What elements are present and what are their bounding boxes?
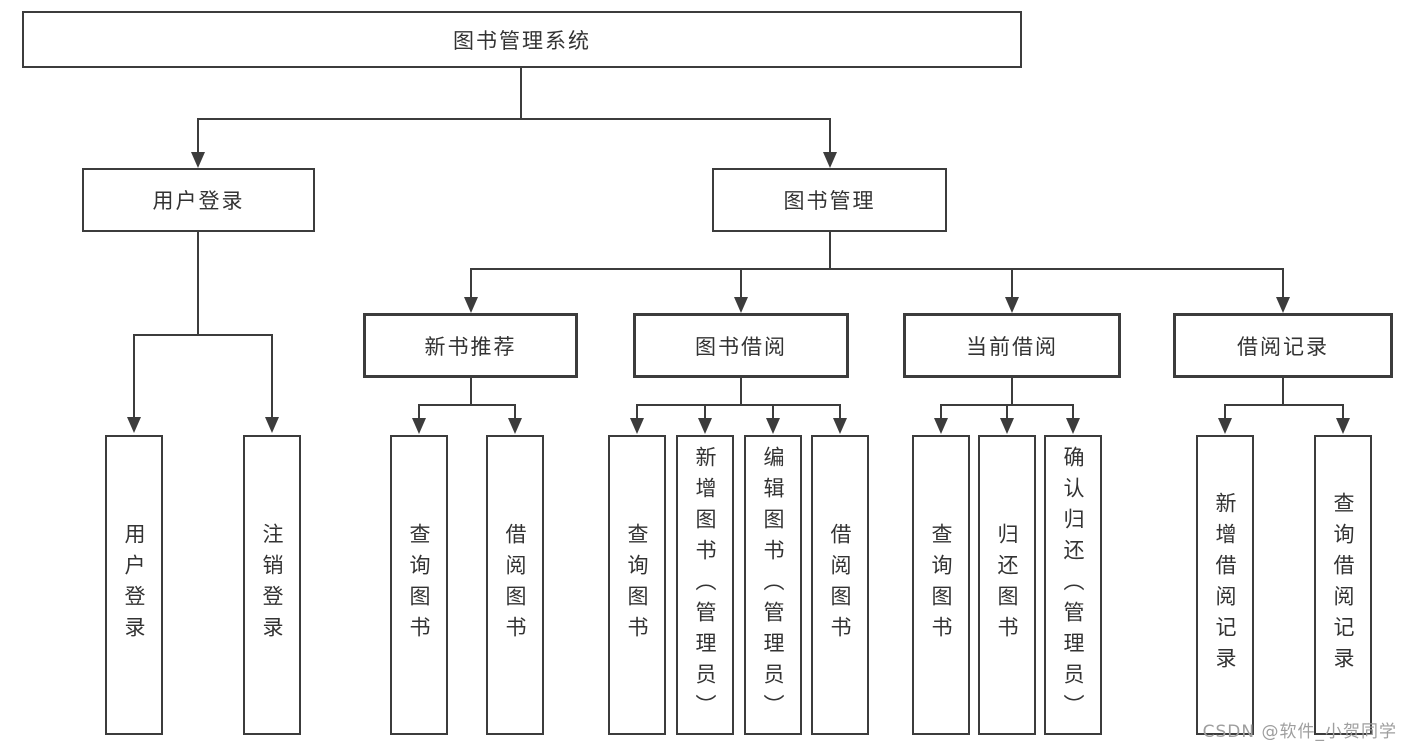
- leaf-label: 借阅图书: [828, 523, 852, 647]
- connector-line: [1342, 404, 1344, 420]
- connector-line: [1282, 268, 1284, 298]
- connector-line: [470, 378, 472, 406]
- connector-line: [839, 404, 841, 420]
- connector-line: [1282, 378, 1284, 406]
- leaf-user-login: 用户登录: [105, 435, 163, 735]
- leaf-label: 注销登录: [260, 523, 284, 647]
- arrow-down-icon: [1336, 418, 1350, 434]
- node-label: 当前借阅: [966, 334, 1058, 359]
- node-book-borrowing: 图书借阅: [633, 313, 849, 378]
- connector-line: [772, 404, 774, 420]
- leaf-borrow-books-recommend: 借阅图书: [486, 435, 544, 735]
- arrow-down-icon: [630, 418, 644, 434]
- node-label: 用户登录: [152, 189, 245, 213]
- connector-line: [133, 334, 273, 336]
- leaf-label: 用户登录: [122, 523, 146, 647]
- leaf-add-borrow-record: 新增借阅记录: [1196, 435, 1254, 735]
- arrow-down-icon: [127, 417, 141, 433]
- arrow-down-icon: [265, 417, 279, 433]
- connector-line: [829, 118, 831, 154]
- watermark: CSDN @软件_小贺同学: [1202, 722, 1397, 742]
- connector-line: [940, 404, 942, 420]
- arrow-down-icon: [1066, 418, 1080, 434]
- leaf-query-books-current: 查询图书: [912, 435, 970, 735]
- arrow-down-icon: [464, 297, 478, 313]
- connector-line: [514, 404, 516, 420]
- arrow-down-icon: [766, 418, 780, 434]
- leaf-label: 新增借阅记录: [1213, 492, 1237, 678]
- node-new-book-recommend: 新书推荐: [363, 313, 578, 378]
- leaf-label: 确认归还（管理员）: [1061, 445, 1085, 725]
- leaf-query-books-recommend: 查询图书: [390, 435, 448, 735]
- connector-line: [1011, 268, 1013, 298]
- connector-line: [829, 232, 831, 270]
- arrow-down-icon: [1005, 297, 1019, 313]
- leaf-edit-book-admin: 编辑图书（管理员）: [744, 435, 802, 735]
- leaf-add-book-admin: 新增图书（管理员）: [676, 435, 734, 735]
- leaf-label: 查询图书: [929, 523, 953, 647]
- node-user-login: 用户登录: [82, 168, 315, 232]
- connector-line: [418, 404, 516, 406]
- connector-line: [418, 404, 420, 420]
- arrow-down-icon: [823, 152, 837, 168]
- connector-line: [1224, 404, 1226, 420]
- arrow-down-icon: [412, 418, 426, 434]
- leaf-logout: 注销登录: [243, 435, 301, 735]
- node-borrowing-records: 借阅记录: [1173, 313, 1393, 378]
- node-label: 借阅记录: [1237, 334, 1329, 359]
- leaf-label: 查询图书: [407, 523, 431, 647]
- connector-line: [636, 404, 841, 406]
- connector-line: [636, 404, 638, 420]
- connector-line: [740, 378, 742, 406]
- arrow-down-icon: [833, 418, 847, 434]
- node-library-management-system: 图书管理系统: [22, 11, 1022, 68]
- connector-line: [1011, 378, 1013, 406]
- node-label: 图书借阅: [695, 334, 787, 359]
- arrow-down-icon: [1276, 297, 1290, 313]
- leaf-query-books-borrowing: 查询图书: [608, 435, 666, 735]
- node-label: 图书管理系统: [453, 28, 591, 53]
- leaf-label: 查询借阅记录: [1331, 492, 1355, 678]
- leaf-label: 查询图书: [625, 523, 649, 647]
- connector-line: [704, 404, 706, 420]
- connector-line: [197, 118, 199, 154]
- connector-line: [133, 334, 135, 418]
- arrow-down-icon: [698, 418, 712, 434]
- leaf-label: 编辑图书（管理员）: [761, 445, 785, 725]
- leaf-label: 借阅图书: [503, 523, 527, 647]
- arrow-down-icon: [1000, 418, 1014, 434]
- arrow-down-icon: [191, 152, 205, 168]
- node-book-management: 图书管理: [712, 168, 947, 232]
- leaf-return-books: 归还图书: [978, 435, 1036, 735]
- connector-line: [470, 268, 472, 298]
- connector-line: [470, 268, 1284, 270]
- arrow-down-icon: [934, 418, 948, 434]
- arrow-down-icon: [508, 418, 522, 434]
- leaf-confirm-return-admin: 确认归还（管理员）: [1044, 435, 1102, 735]
- node-current-borrowing: 当前借阅: [903, 313, 1121, 378]
- connector-line: [271, 334, 273, 418]
- leaf-borrow-books-borrowing: 借阅图书: [811, 435, 869, 735]
- connector-line: [1224, 404, 1344, 406]
- node-label: 新书推荐: [424, 334, 517, 359]
- connector-line: [197, 232, 199, 336]
- connector-line: [1006, 404, 1008, 420]
- connector-line: [520, 68, 522, 120]
- connector-line: [1072, 404, 1074, 420]
- leaf-label: 新增图书（管理员）: [693, 445, 717, 725]
- connector-line: [740, 268, 742, 298]
- leaf-label: 归还图书: [995, 523, 1019, 647]
- connector-line: [197, 118, 831, 120]
- node-label: 图书管理: [783, 189, 876, 213]
- arrow-down-icon: [1218, 418, 1232, 434]
- arrow-down-icon: [734, 297, 748, 313]
- leaf-query-borrow-record: 查询借阅记录: [1314, 435, 1372, 735]
